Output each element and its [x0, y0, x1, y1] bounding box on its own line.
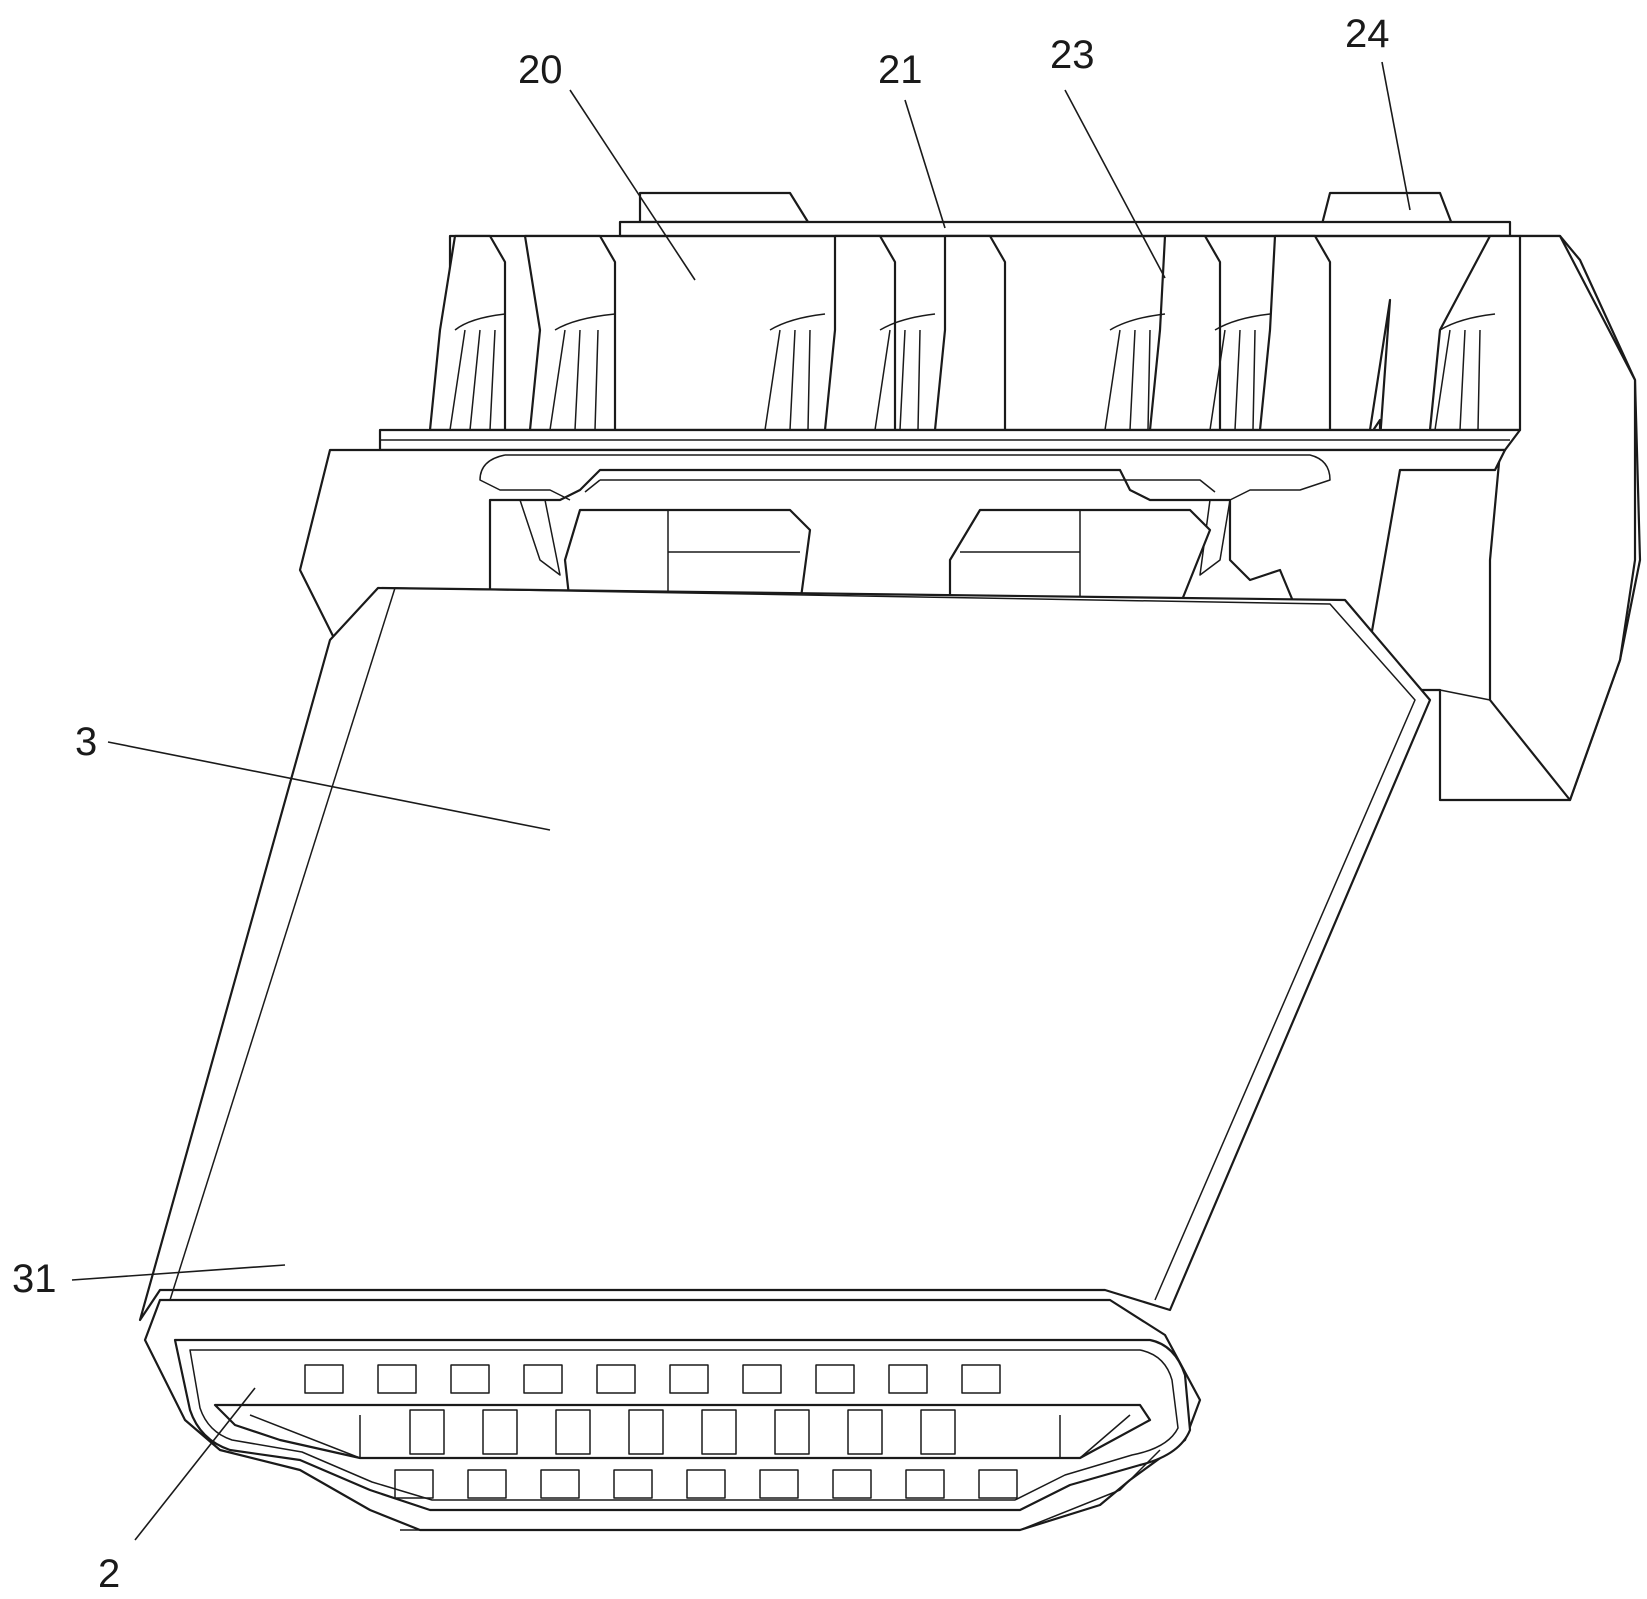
top-tab-left — [638, 191, 810, 224]
rear-ribs — [428, 234, 1522, 432]
label-2: 2 — [98, 1552, 120, 1596]
rear-block-outline — [448, 234, 1642, 802]
contact-tongue — [213, 1403, 1152, 1460]
leader-3 — [107, 741, 551, 831]
top-strip — [618, 220, 1512, 238]
label-23: 23 — [1050, 33, 1095, 77]
pin-row-bottom — [394, 1469, 1018, 1499]
shell-body — [138, 586, 1432, 1322]
leader-21 — [904, 99, 946, 229]
pin-row-middle — [409, 1409, 956, 1455]
leader-24 — [1381, 61, 1411, 211]
label-3: 3 — [75, 720, 97, 764]
leader-31 — [71, 1264, 286, 1281]
label-31: 31 — [12, 1257, 57, 1301]
rear-housing — [378, 191, 1642, 802]
front-receptacle — [173, 1338, 1192, 1531]
leader-2 — [134, 1387, 256, 1541]
housing-right-face — [1488, 234, 1637, 802]
label-24: 24 — [1345, 12, 1390, 56]
reference-labels: 20 21 23 24 3 31 2 — [12, 12, 1390, 1596]
label-20: 20 — [518, 48, 563, 92]
leader-23 — [1064, 89, 1166, 279]
leader-20 — [569, 89, 696, 281]
leader-lines — [71, 61, 1411, 1541]
label-21: 21 — [878, 48, 923, 92]
pin-row-top — [304, 1364, 1001, 1394]
